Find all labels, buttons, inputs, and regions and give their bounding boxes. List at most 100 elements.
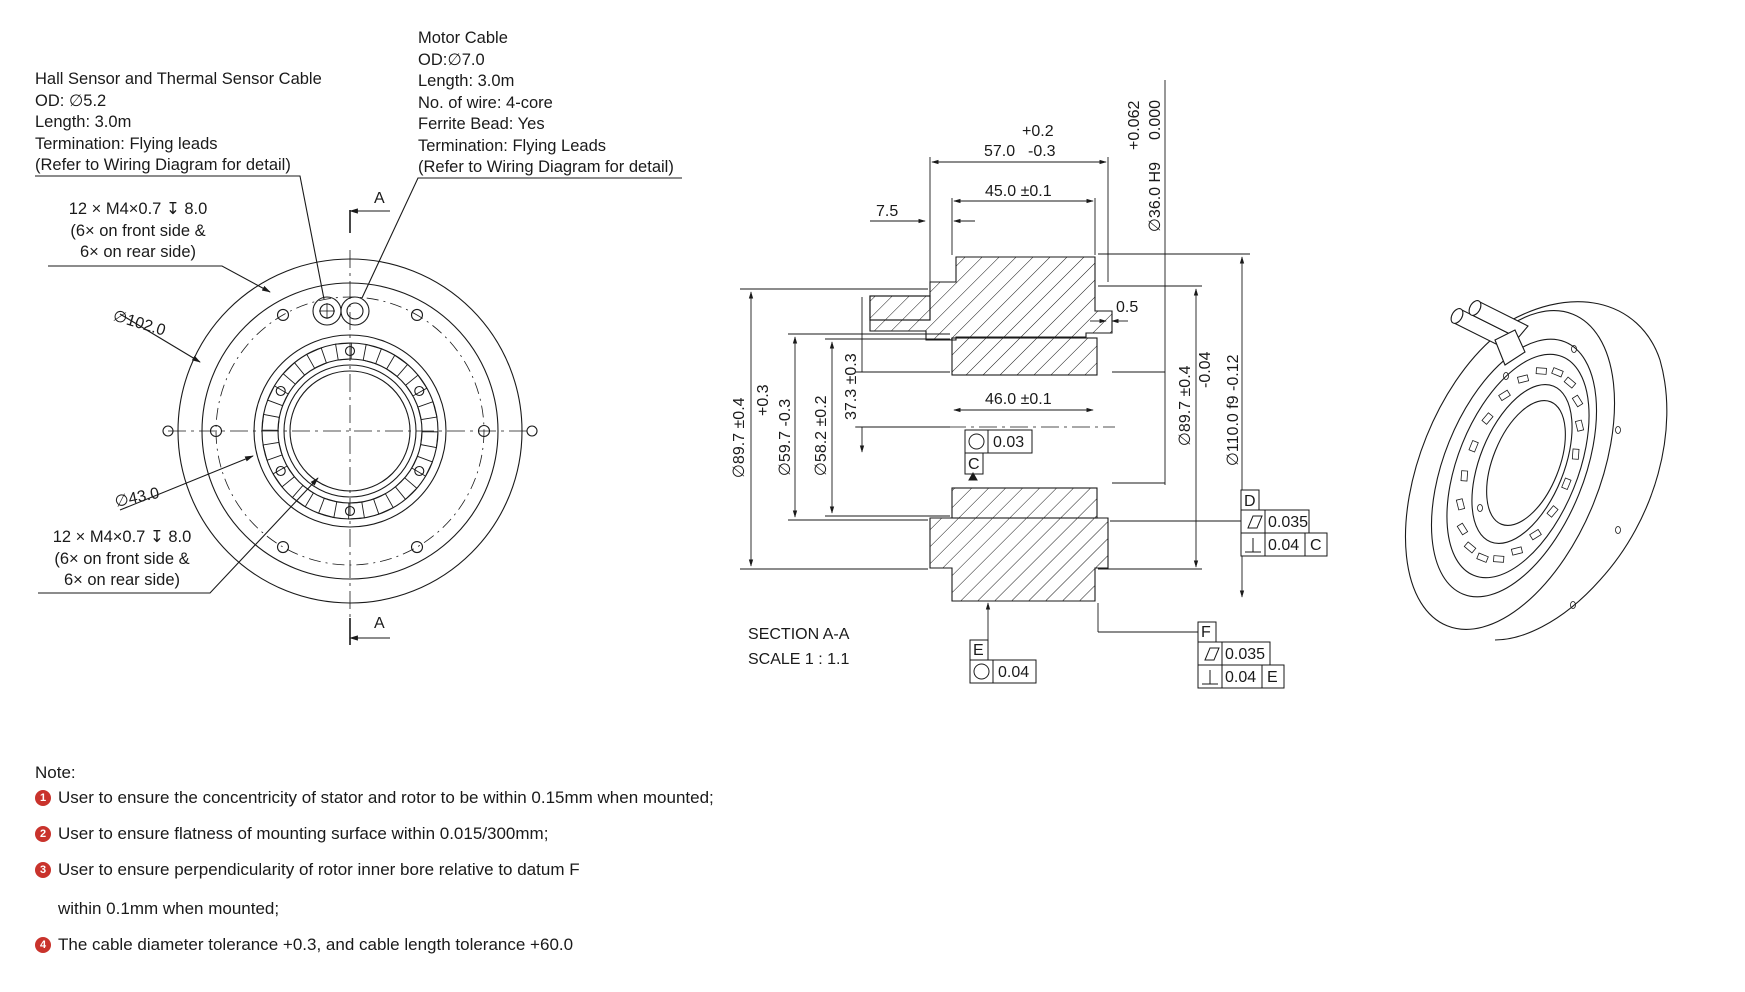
dim-58-2: ∅58.2 ±0.2: [813, 395, 830, 476]
isometric-tooth: [1529, 528, 1542, 541]
motor-cable-line: Termination: Flying Leads: [418, 136, 607, 155]
isometric-tooth: [1563, 376, 1577, 389]
section-view: [869, 256, 1113, 602]
isometric-hole: [1503, 372, 1509, 380]
dim-57-upper: +0.2: [1022, 123, 1054, 140]
section-scale: SCALE 1 : 1.1: [748, 651, 850, 668]
motor-cable-line: (Refer to Wiring Diagram for detail): [418, 158, 674, 176]
stator-tooth: [405, 374, 428, 397]
datum-e: E: [973, 642, 984, 659]
dim-7-5: 7.5: [876, 203, 898, 220]
isometric-tooth: [1571, 448, 1580, 460]
hall-cable-line: OD: ∅5.2: [35, 91, 107, 110]
isometric-teeth: [1455, 367, 1585, 563]
dim-36-upper: +0.062: [1126, 101, 1143, 150]
fcf-perp-f: 0.04: [1225, 669, 1256, 686]
isometric-tooth: [1468, 439, 1479, 453]
note-text: The cable diameter tolerance +0.3, and c…: [58, 935, 574, 954]
dia-inner-label: ∅43.0: [113, 485, 161, 511]
holes-top-line: (6× on front side &: [70, 221, 206, 240]
isometric-tooth: [1481, 412, 1494, 425]
section-title: SECTION A-A: [748, 626, 850, 643]
stator-tooth: [362, 343, 382, 365]
dim-110-value: ∅110.0 f9 -0.12: [1225, 354, 1242, 466]
isometric-tooth: [1498, 389, 1511, 402]
stator-tooth: [261, 413, 280, 431]
dim-57-value: 57.0: [984, 143, 1015, 160]
dia-outer-label: ∅102.0: [111, 308, 168, 340]
isometric-tooth: [1456, 522, 1469, 536]
note-text: within 0.1mm when mounted;: [58, 899, 280, 918]
rotor-hole: [275, 465, 286, 477]
dim-37-3: 37.3 ±0.3: [843, 353, 860, 420]
isometric-tooth: [1476, 552, 1489, 563]
stator-tooth: [266, 385, 289, 407]
isometric-hole: [1615, 526, 1621, 534]
isometric-tooth: [1574, 419, 1585, 432]
rotor-hole: [275, 385, 286, 397]
section-mark-top: A: [374, 190, 385, 207]
stator-tooth: [272, 465, 295, 488]
section-lower-body: [929, 517, 1109, 602]
note-item-3-continued: within 0.1mm when mounted;: [58, 899, 279, 919]
note-number-badge: 3: [35, 862, 51, 878]
motor-cable-line: OD:∅7.0: [418, 50, 485, 69]
fcf-perp-f-ref: E: [1267, 669, 1278, 686]
gdt-frames: 0.03 C D 0.035 0.04 C E 0.04 F 0.035: [964, 429, 1328, 689]
stator-tooth: [420, 431, 439, 449]
stator-tooth: [282, 362, 306, 385]
dim-89-7-right: ∅89.7 ±0.4: [1177, 365, 1194, 446]
dim-45: 45.0 ±0.1: [985, 183, 1052, 200]
note-item-1: 1 User to ensure the concentricity of st…: [35, 788, 714, 808]
stator-tooth: [373, 493, 394, 515]
dim-0-5: 0.5: [1116, 299, 1138, 316]
holes-bottom-line: (6× on front side &: [54, 549, 190, 568]
holes-bottom-line: 6× on rear side): [63, 571, 181, 589]
hall-cable-line: Hall Sensor and Thermal Sensor Cable: [35, 70, 322, 88]
mounting-hole: [410, 540, 424, 554]
isometric-hole: [1477, 504, 1483, 512]
isometric-tooth: [1460, 470, 1469, 482]
section-label: SECTION A-A SCALE 1 : 1.1: [748, 622, 849, 672]
notes-title: Note:: [35, 763, 76, 782]
motor-cable-line: Motor Cable: [418, 29, 508, 47]
motor-cable-line: No. of wire: 4-core: [418, 93, 553, 112]
dim-57-lower: -0.3: [1028, 143, 1056, 160]
dim-59-7-value: ∅59.7 -0.3: [777, 399, 794, 476]
motor-cable-callout: Motor Cable OD:∅7.0 Length: 3.0m No. of …: [418, 28, 674, 179]
dim-36-value: ∅36.0 H9: [1147, 162, 1164, 232]
isometric-tooth: [1493, 555, 1505, 563]
stator-tooth: [306, 347, 327, 369]
note-number-badge: 4: [35, 937, 51, 953]
hall-cable-line: Termination: Flying leads: [35, 134, 218, 153]
note-number-badge: 2: [35, 826, 51, 842]
holes-bottom-callout: 12 × M4×0.7 ↧ 8.0 (6× on front side & 6×…: [32, 527, 212, 592]
dim-36-lower: 0.000: [1147, 100, 1164, 140]
datum-c: C: [968, 456, 980, 473]
isometric-tooth: [1571, 394, 1584, 408]
section-mark-bottom: A: [374, 615, 385, 632]
hall-cable-line: (Refer to Wiring Diagram for detail): [35, 156, 291, 174]
stator-tooth: [394, 477, 418, 500]
fcf-perp-d-ref: C: [1310, 537, 1322, 554]
fcf-flatness-d: 0.035: [1268, 514, 1308, 531]
motor-cable-line: Ferrite Bead: Yes: [418, 115, 545, 133]
note-text: User to ensure perpendicularity of rotor…: [58, 860, 580, 879]
section-dimensions: [740, 80, 1250, 640]
dim-89-7-left: ∅89.7 ±0.4: [731, 397, 748, 478]
stator-tooth: [291, 484, 314, 508]
section-upper-band: [951, 337, 1098, 376]
hall-cable-callout: Hall Sensor and Thermal Sensor Cable OD:…: [35, 69, 322, 177]
note-item-4: 4 The cable diameter tolerance +0.3, and…: [35, 935, 573, 955]
isometric-tooth: [1551, 367, 1564, 378]
isometric-hole: [1570, 601, 1576, 609]
stator-tooth: [417, 401, 438, 421]
dim-46: 46.0 ±0.1: [985, 391, 1052, 408]
dim-59-7-tol: +0.3: [755, 384, 772, 416]
holes-bottom-line: 12 × M4×0.7 ↧ 8.0: [52, 528, 192, 546]
stator-tooth: [386, 354, 409, 378]
fcf-concentricity-e: 0.04: [998, 664, 1029, 681]
isometric-tooth: [1535, 367, 1547, 375]
stator-teeth: [261, 342, 439, 520]
